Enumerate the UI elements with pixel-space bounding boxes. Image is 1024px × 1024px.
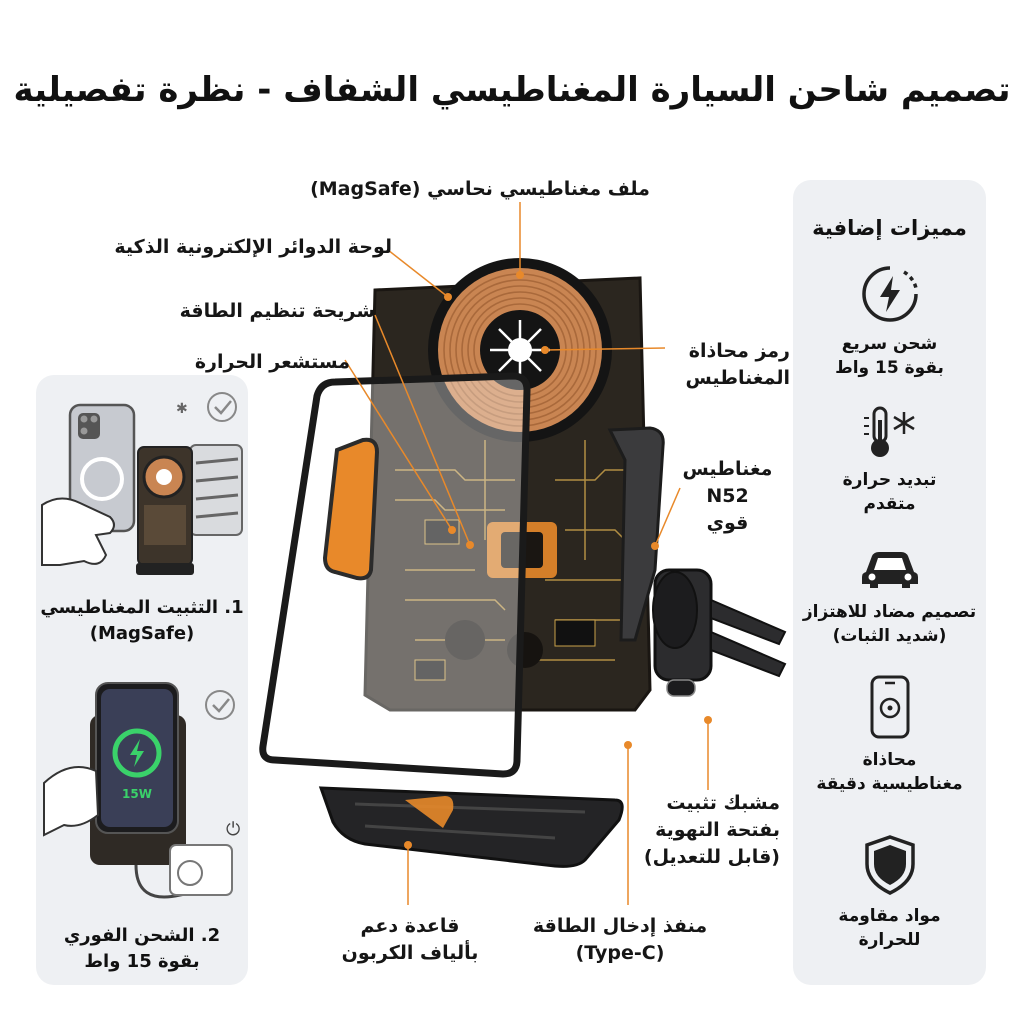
transparent-cover — [259, 372, 531, 778]
label-carbon-base: قاعدة دعم بألياف الكربون — [325, 913, 495, 967]
step2-caption: 2. الشحن الفوري بقوة 15 واط — [36, 923, 248, 975]
label-vent-clip: مشبك تثبيت بفتحة التهوية (قابل للتعديل) — [640, 790, 780, 871]
label-vent-line3: (قابل للتعديل) — [643, 846, 780, 868]
feature-label: تصميم مضاد للاهتزاز — [802, 602, 977, 622]
label-base-line2: بألياف الكربون — [341, 942, 479, 964]
check-icon — [205, 690, 235, 720]
feature-label: تبديد حرارة — [842, 470, 937, 490]
feature-label: مواد مقاومة — [838, 906, 941, 926]
step1-title: 1. التثبيت المغناطيسي — [40, 597, 244, 618]
check-icon — [207, 392, 237, 422]
carbon-base — [318, 786, 624, 868]
feature-sublabel: للحرارة — [858, 930, 921, 950]
step2-subtitle: بقوة 15 واط — [84, 951, 200, 972]
feature-heat-resistant: مواد مقاومة للحرارة — [793, 834, 986, 952]
label-alignment-symbol: رمز محاذاة المغناطيس — [660, 338, 790, 392]
vent-clip — [652, 568, 787, 697]
feature-sublabel: متقدم — [863, 494, 916, 514]
label-base-line1: قاعدة دعم — [360, 915, 460, 937]
feature-sublabel: بقوة 15 واط — [835, 358, 944, 378]
phone-magnet-icon — [870, 675, 909, 739]
label-power-chip: شريحة تنظيم الطاقة — [179, 300, 375, 322]
hand-icon — [41, 497, 115, 566]
label-port-line1: منفذ إدخال الطاقة — [532, 915, 708, 937]
magsafe-mount-illustration: ✱ — [41, 392, 243, 575]
label-n52-magnets: مغناطيس N52 قوي — [670, 456, 785, 537]
label-alignment-line1: رمز محاذاة — [688, 340, 790, 362]
shield-icon — [864, 835, 915, 895]
charger-exploded-view — [259, 258, 787, 868]
features-title: مميزات إضافية — [812, 216, 967, 240]
label-magnets-line3: قوي — [706, 512, 749, 534]
feature-label: محاذاة — [862, 750, 917, 770]
label-temp-sensor: مستشعر الحرارة — [194, 351, 350, 373]
fast-charge-icon — [861, 266, 918, 322]
side-arm — [607, 426, 665, 642]
usage-panel: ✱ 1. التثبيت المغناطيسي (MagSafe) 15W ⏻ … — [36, 375, 248, 985]
copper-coil — [428, 258, 612, 442]
screen-badge: 15W — [122, 787, 152, 801]
wireless-charging-illustration: 15W ⏻ — [43, 682, 240, 899]
feature-fast-charge: شحن سريع بقوة 15 واط — [793, 262, 986, 380]
page-title: تصميم شاحن السيارة المغناطيسي الشفاف - ن… — [13, 70, 1011, 110]
bluetooth-icon: ✱ — [176, 401, 188, 417]
phone-icon: 15W — [95, 682, 179, 834]
step1-caption: 1. التثبيت المغناطيسي (MagSafe) — [36, 595, 248, 647]
label-pcb: لوحة الدوائر الإلكترونية الذكية — [114, 236, 392, 258]
label-vent-line1: مشبك تثبيت — [666, 792, 780, 814]
car-icon — [861, 552, 918, 588]
feature-heat-dissipation: تبديد حرارة متقدم — [793, 404, 986, 516]
label-alignment-line2: المغناطيس — [685, 367, 790, 389]
feature-anti-vibration: تصميم مضاد للاهتزاز (شديد الثبات) — [793, 546, 986, 648]
feature-magnetic-alignment: محاذاة مغناطيسية دقيقة — [793, 674, 986, 796]
vent-icon — [189, 444, 243, 536]
hand-icon — [43, 766, 100, 837]
plug-icon: ⏻ — [226, 819, 240, 840]
label-magnets-line2: N52 — [706, 485, 749, 507]
step1-subtitle: (MagSafe) — [89, 623, 195, 644]
feature-sublabel: (شديد الثبات) — [832, 626, 947, 646]
holder-icon — [136, 446, 194, 575]
label-magnets-line1: مغناطيس — [682, 458, 773, 480]
features-panel: مميزات إضافية شحن سريع بقوة 15 واط تبديد … — [793, 180, 986, 985]
label-port-line2: (Type-C) — [575, 942, 665, 964]
feature-sublabel: مغناطيسية دقيقة — [816, 774, 963, 794]
feature-label: شحن سريع — [841, 334, 938, 354]
label-vent-line2: بفتحة التهوية — [655, 819, 780, 841]
label-power-port: منفذ إدخال الطاقة (Type-C) — [520, 913, 720, 967]
thermometer-snowflake-icon — [863, 406, 915, 457]
label-copper-coil: ملف مغناطيسي نحاسي (MagSafe) — [310, 178, 650, 200]
phone-icon — [68, 403, 136, 533]
step2-title: 2. الشحن الفوري — [63, 925, 221, 946]
